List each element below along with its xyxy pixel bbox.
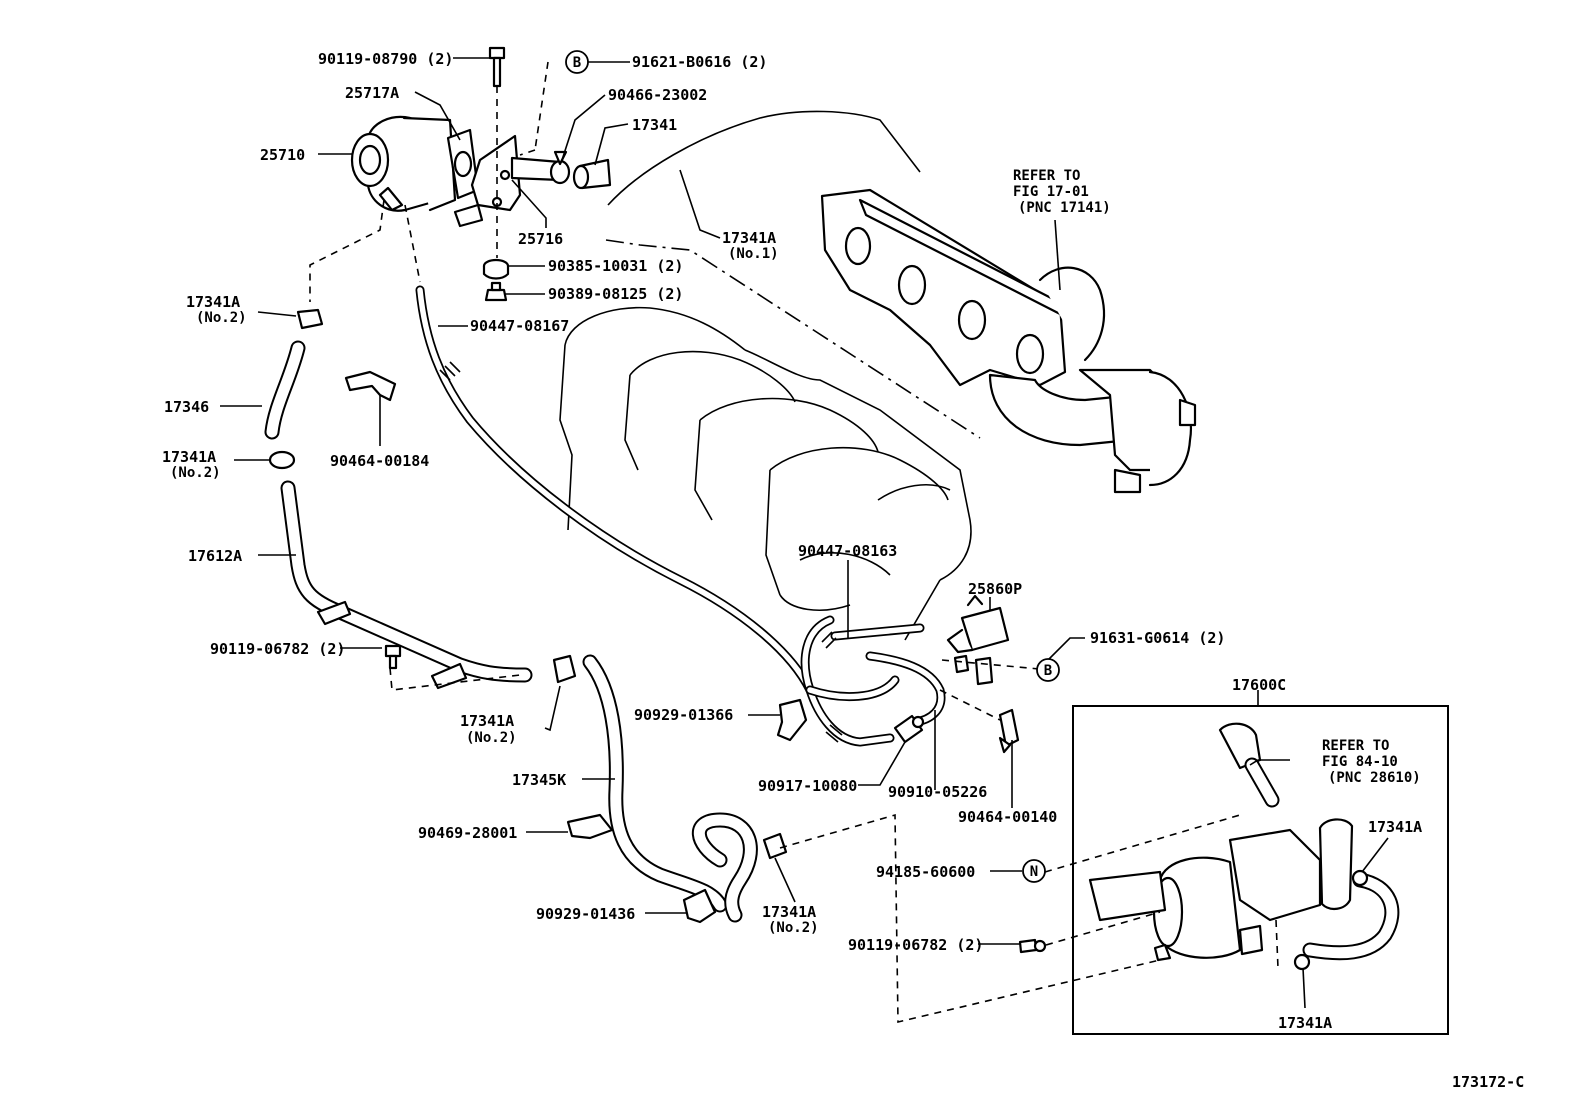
label-25717a: 25717A xyxy=(345,84,399,102)
reference-note-1: REFER TO FIG 17-01 (PNC 17141) xyxy=(1013,168,1111,216)
label-25716: 25716 xyxy=(518,230,563,248)
label-91631-g0614: 91631-G0614 (2) xyxy=(1090,629,1225,647)
label-90929-01366: 90929-01366 xyxy=(634,706,733,724)
reference-note-2: REFER TO FIG 84-10 (PNC 28610) xyxy=(1322,738,1421,786)
label-17341a-no1: 17341A xyxy=(722,229,776,247)
label-17346: 17346 xyxy=(164,398,209,416)
label-90119-08790: 90119-08790 (2) xyxy=(318,50,453,68)
clamp-17341a-no2-top xyxy=(296,308,324,330)
svg-text:N: N xyxy=(1030,864,1038,880)
label-90929-01436: 90929-01436 xyxy=(536,905,635,923)
label-25710: 25710 xyxy=(260,146,305,164)
label-17612a: 17612A xyxy=(188,547,242,565)
label-90469-28001: 90469-28001 xyxy=(418,824,517,842)
bolt-90119-08790 xyxy=(488,46,506,88)
label-90910-05226: 90910-05226 xyxy=(888,783,987,801)
svg-text:B: B xyxy=(1044,663,1052,679)
label-17341a-no2-d: 17341A xyxy=(762,903,816,921)
vacuum-hose-90447-08167 xyxy=(415,285,815,695)
vacuum-hose-90447-08163 xyxy=(800,615,946,747)
bolt-90119-06782-left xyxy=(384,644,402,670)
svg-text:(PNC 28610): (PNC 28610) xyxy=(1328,770,1421,786)
svg-text:REFER TO: REFER TO xyxy=(1013,168,1080,184)
label-17341a-no2-a: 17341A xyxy=(186,293,240,311)
label-91621-b0616: 91621-B0616 (2) xyxy=(632,53,767,71)
air-pipe-17612a xyxy=(280,480,533,690)
part-labels: 90119-08790 (2) 91621-B0616 (2) 25717A 9… xyxy=(162,50,1422,1032)
label-17341: 17341 xyxy=(632,116,677,134)
label-17341a-no2-c-sub: (No.2) xyxy=(466,730,517,746)
label-25860p: 25860P xyxy=(968,580,1022,598)
label-90119-06782-right: 90119-06782 (2) xyxy=(848,936,983,954)
label-17341a-right-top: 17341A xyxy=(1368,818,1422,836)
check-valve-90917-10080 xyxy=(893,714,925,744)
label-90389-08125: 90389-08125 (2) xyxy=(548,285,683,303)
air-pump-assembly-17600c xyxy=(1072,705,1449,1035)
svg-text:B: B xyxy=(573,55,581,71)
label-90917-10080: 90917-10080 xyxy=(758,777,857,795)
hose-17341 xyxy=(572,158,612,190)
vsv-25860p xyxy=(946,594,1010,686)
intake-manifold-outline xyxy=(559,110,972,641)
label-90385-10031: 90385-10031 (2) xyxy=(548,257,683,275)
svg-text:FIG 17-01: FIG 17-01 xyxy=(1013,184,1089,200)
clamp-17341a-no2-middle xyxy=(268,450,296,470)
label-17600c: 17600C xyxy=(1232,676,1286,694)
label-94185-60600: 94185-60600 xyxy=(876,863,975,881)
exhaust-manifold xyxy=(820,188,1197,494)
symbol-b-upper: B xyxy=(565,50,589,74)
label-90447-08163: 90447-08163 xyxy=(798,542,897,560)
grommet-90385-10031 xyxy=(482,258,510,280)
svg-text:FIG 84-10: FIG 84-10 xyxy=(1322,754,1398,770)
symbol-n: N xyxy=(1022,859,1046,883)
clip-90466-23002 xyxy=(549,150,571,185)
label-17341a-no2-b-sub: (No.2) xyxy=(170,465,221,481)
label-90447-08167: 90447-08167 xyxy=(470,317,569,335)
air-pipe-25716 xyxy=(453,134,562,228)
clamp-17341a-no2-right xyxy=(762,832,788,860)
label-17341a-no2-d-sub: (No.2) xyxy=(768,920,819,936)
clamp-90929-01436 xyxy=(682,888,717,924)
bracket-90464-00184 xyxy=(344,370,397,402)
label-17341a-no2-c: 17341A xyxy=(460,712,514,730)
label-17345k: 17345K xyxy=(512,771,566,789)
figure-code: 173172-C xyxy=(1452,1073,1524,1091)
svg-text:REFER TO: REFER TO xyxy=(1322,738,1389,754)
symbol-b-lower: B xyxy=(1036,658,1060,682)
leader-lines xyxy=(220,57,1389,1009)
label-90466-23002: 90466-23002 xyxy=(608,86,707,104)
label-90464-00140: 90464-00140 xyxy=(958,808,1057,826)
clamp-90464-00140 xyxy=(998,708,1020,754)
connection-lines xyxy=(309,61,1279,1024)
clamp-17341a-no2-lower xyxy=(552,654,577,684)
air-switching-valve-25710 xyxy=(350,115,457,212)
hose-17346 xyxy=(264,340,306,440)
label-17341a-right-bottom: 17341A xyxy=(1278,1014,1332,1032)
label-17341a-no1-sub: (No.1) xyxy=(728,246,779,262)
clamp-90929-01366 xyxy=(776,698,808,742)
label-17341a-no2-b: 17341A xyxy=(162,448,216,466)
label-90464-00184: 90464-00184 xyxy=(330,452,429,470)
label-17341a-no2-a-sub: (No.2) xyxy=(196,310,247,326)
label-90119-06782-left: 90119-06782 (2) xyxy=(210,640,345,658)
clamp-90469-28001 xyxy=(566,813,614,840)
svg-text:(PNC 17141): (PNC 17141) xyxy=(1018,200,1111,216)
bolt-90119-06782-right xyxy=(1018,938,1047,954)
hose-17345k xyxy=(582,654,758,923)
nut-90389-08125 xyxy=(484,281,508,302)
